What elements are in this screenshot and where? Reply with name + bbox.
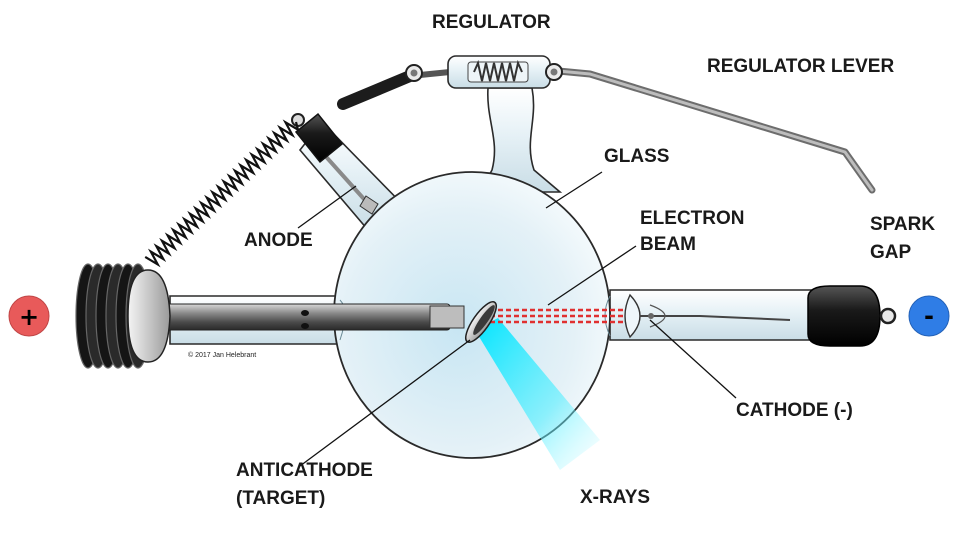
- label-electron-beam-2: BEAM: [640, 234, 696, 255]
- regulator: [447, 55, 563, 89]
- label-regulator: REGULATOR: [432, 12, 551, 33]
- negative-terminal: -: [908, 295, 950, 337]
- positive-terminal: +: [8, 295, 50, 337]
- copyright-text: © 2017 Jan Helebrant: [188, 351, 256, 359]
- label-anticathode-1: ANTICATHODE: [236, 460, 373, 481]
- anode-radiator: [75, 263, 151, 369]
- label-spark-gap-2: GAP: [870, 242, 912, 263]
- label-electron-beam-1: ELECTRON: [640, 208, 745, 229]
- label-regulator-lever: REGULATOR LEVER: [707, 56, 894, 77]
- anode-wire-coil: [144, 119, 300, 268]
- cathode-cap: [807, 285, 897, 347]
- label-spark-gap-1: SPARK: [870, 214, 935, 235]
- anticathode-rod: [149, 303, 465, 331]
- regulator-stem: [478, 87, 563, 193]
- positive-sign: +: [19, 303, 39, 331]
- label-xrays: X-RAYS: [580, 487, 650, 508]
- label-anode: ANODE: [244, 230, 313, 251]
- regulator-spring: [473, 59, 523, 82]
- regulator-left-arm: [337, 64, 451, 110]
- anode-disc: [127, 269, 171, 363]
- label-cathode: CATHODE (-): [736, 400, 853, 421]
- label-anticathode-2: (TARGET): [236, 488, 325, 509]
- leader-lines: [297, 171, 737, 467]
- anticathode-target: [465, 301, 497, 343]
- cathode: [624, 293, 791, 339]
- label-glass: GLASS: [604, 146, 669, 167]
- electron-beam: [490, 308, 636, 324]
- regulator-lever: [544, 66, 876, 194]
- negative-sign: -: [924, 302, 934, 330]
- xray-beam: [475, 318, 600, 470]
